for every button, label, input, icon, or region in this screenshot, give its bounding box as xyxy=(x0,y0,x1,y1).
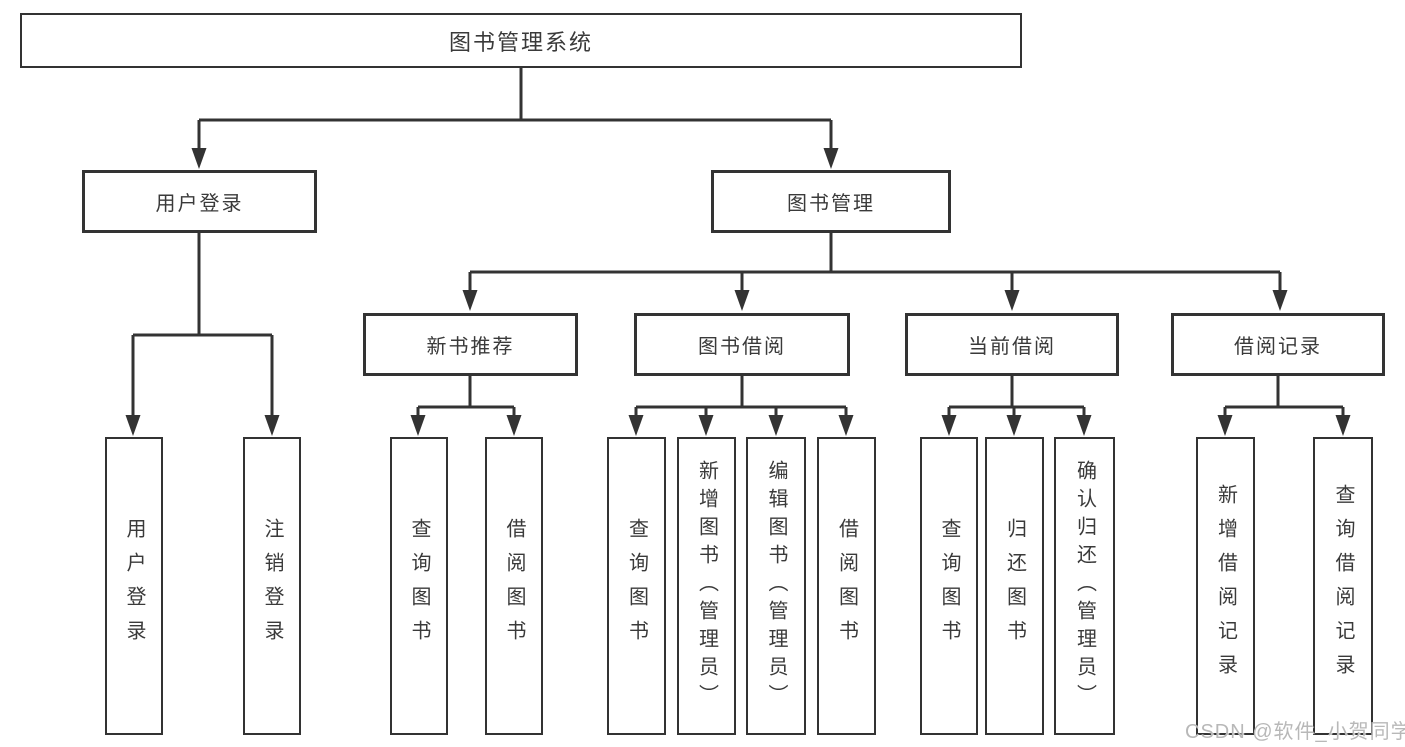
leaf-query-borrow-record: 查询借阅记录 xyxy=(1313,437,1373,735)
leaf-user-login: 用户登录 xyxy=(105,437,163,735)
arrowheads-book-management-to-level3 xyxy=(462,290,1288,311)
leaf-query-books-2-label: 查询图书 xyxy=(625,518,648,654)
leaf-borrow-books-1: 借阅图书 xyxy=(485,437,543,735)
leaf-borrow-books-1-label: 借阅图书 xyxy=(503,518,525,654)
leaf-confirm-return-admin: 确认归还（管理员） xyxy=(1054,437,1115,735)
leaf-confirm-return-admin-label: 确认归还（管理员） xyxy=(1073,460,1096,712)
leaf-add-borrow-record: 新增借阅记录 xyxy=(1196,437,1255,735)
node-root: 图书管理系统 xyxy=(20,13,1022,68)
leaf-query-borrow-record-label: 查询借阅记录 xyxy=(1332,484,1354,688)
connector-user-login-to-leaves xyxy=(131,233,274,418)
arrowheads-borrowing-records-to-leaves xyxy=(1217,415,1351,436)
arrowheads-user-login-to-leaves xyxy=(125,415,280,436)
connector-book-management-to-level3 xyxy=(468,233,1282,293)
leaf-add-book-admin-label: 新增图书（管理员） xyxy=(695,460,718,712)
leaf-logout-label: 注销登录 xyxy=(261,518,283,654)
node-borrowing-records-label: 借阅记录 xyxy=(1234,336,1322,358)
csdn-watermark: CSDN @软件_小贺同学 xyxy=(1185,721,1405,743)
leaf-query-books-3: 查询图书 xyxy=(920,437,978,735)
arrowheads-book-borrowing-to-leaves xyxy=(628,415,854,436)
connector-borrowing-records-to-leaves xyxy=(1223,376,1345,418)
node-root-label: 图书管理系统 xyxy=(448,29,593,55)
node-current-borrowing: 当前借阅 xyxy=(905,313,1119,376)
node-user-login-label: 用户登录 xyxy=(155,193,244,215)
leaf-borrow-books-2: 借阅图书 xyxy=(817,437,876,735)
node-borrowing-records: 借阅记录 xyxy=(1171,313,1385,376)
leaf-query-books-1-label: 查询图书 xyxy=(408,518,430,654)
node-book-borrowing-label: 图书借阅 xyxy=(698,336,786,358)
arrowheads-new-book-recommendation-to-leaves xyxy=(410,415,522,436)
arrowheads-root-to-level2 xyxy=(191,148,839,169)
node-current-borrowing-label: 当前借阅 xyxy=(968,336,1056,358)
leaf-add-borrow-record-label: 新增借阅记录 xyxy=(1214,484,1237,688)
leaf-return-books-label: 归还图书 xyxy=(1003,518,1026,654)
leaf-borrow-books-2-label: 借阅图书 xyxy=(835,518,858,654)
leaf-query-books-1: 查询图书 xyxy=(390,437,448,735)
node-book-borrowing: 图书借阅 xyxy=(634,313,850,376)
node-new-book-recommendation-label: 新书推荐 xyxy=(426,336,515,358)
connector-root-to-level2 xyxy=(197,68,833,152)
leaf-add-book-admin: 新增图书（管理员） xyxy=(677,437,736,735)
node-book-management-label: 图书管理 xyxy=(787,193,875,215)
leaf-query-books-2: 查询图书 xyxy=(607,437,666,735)
leaf-logout: 注销登录 xyxy=(243,437,301,735)
node-new-book-recommendation: 新书推荐 xyxy=(363,313,578,376)
connector-new-book-recommendation-to-leaves xyxy=(416,376,516,418)
connector-current-borrowing-to-leaves xyxy=(947,376,1086,418)
leaf-edit-book-admin: 编辑图书（管理员） xyxy=(746,437,806,735)
node-user-login: 用户登录 xyxy=(82,170,317,233)
leaf-query-books-3-label: 查询图书 xyxy=(938,518,960,654)
leaf-user-login-label: 用户登录 xyxy=(123,518,145,654)
leaf-edit-book-admin-label: 编辑图书（管理员） xyxy=(765,460,787,712)
node-book-management: 图书管理 xyxy=(711,170,951,233)
arrowheads-current-borrowing-to-leaves xyxy=(941,415,1092,436)
connector-book-borrowing-to-leaves xyxy=(634,376,848,418)
leaf-return-books: 归还图书 xyxy=(985,437,1044,735)
